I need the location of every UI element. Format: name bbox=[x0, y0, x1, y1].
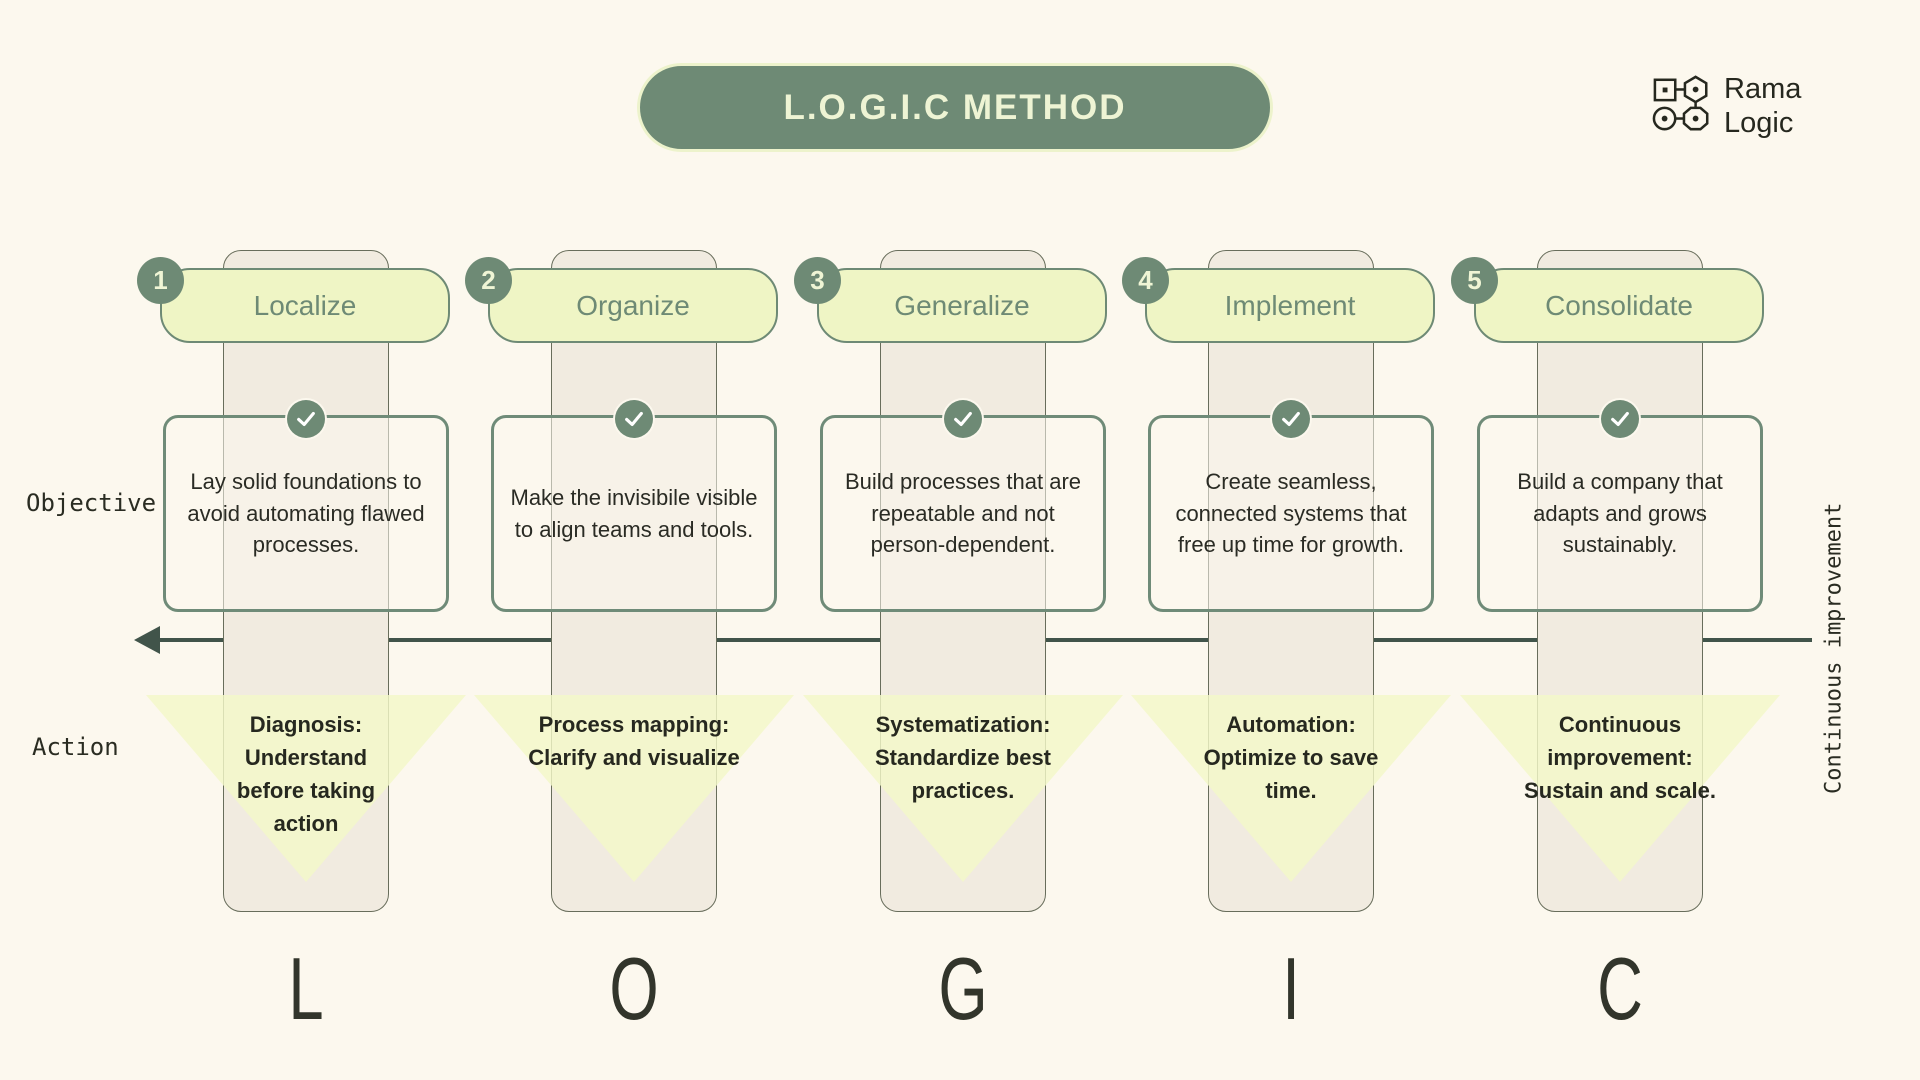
stage-pill-implement: Implement bbox=[1145, 268, 1435, 343]
column-letter: C bbox=[1597, 939, 1643, 1038]
action-triangle-icon bbox=[474, 695, 794, 882]
stage-name: Consolidate bbox=[1545, 289, 1693, 321]
column-localize: Localize 1 Lay solid foundations to avoi… bbox=[137, 250, 471, 1080]
brand-logo: Rama Logic bbox=[1652, 72, 1801, 140]
objective-text: Build a company that adapts and grows su… bbox=[1517, 468, 1723, 558]
objective-text: Lay solid foundations to avoid automatin… bbox=[187, 468, 425, 558]
column-letter: O bbox=[609, 939, 659, 1038]
column-implement: Implement 4 Create seamless, connected s… bbox=[1122, 250, 1456, 1080]
objective-text: Build processes that are repeatable and … bbox=[844, 468, 1082, 558]
check-icon bbox=[1601, 400, 1639, 438]
action-text: Automation: Optimize to save time. bbox=[1203, 712, 1379, 803]
stage-number-badge: 5 bbox=[1451, 257, 1498, 304]
action-triangle-icon bbox=[1131, 695, 1451, 882]
objective-card: Create seamless, connected systems that … bbox=[1148, 415, 1434, 612]
brand-name-line1: Rama bbox=[1724, 73, 1802, 105]
objective-card: Build processes that are repeatable and … bbox=[820, 415, 1106, 612]
check-icon bbox=[615, 400, 653, 438]
stage-number-badge: 2 bbox=[465, 257, 512, 304]
stage-number-badge: 4 bbox=[1122, 257, 1169, 304]
stage-pill-generalize: Generalize bbox=[817, 268, 1107, 343]
stage-number-badge: 1 bbox=[137, 257, 184, 304]
stage-pill-organize: Organize bbox=[488, 268, 778, 343]
action-text: Systematization: Standardize best practi… bbox=[874, 712, 1052, 803]
objective-text: Make the invisibile visible to align tea… bbox=[510, 484, 758, 542]
action-text: Process mapping: Clarify and visualize bbox=[528, 712, 740, 770]
objective-text: Create seamless, connected systems that … bbox=[1175, 468, 1407, 558]
stage-name: Organize bbox=[576, 289, 690, 321]
action-text: Continuous improvement: Sustain and scal… bbox=[1524, 712, 1716, 803]
brand-name: Rama Logic bbox=[1724, 72, 1801, 140]
stage-name: Generalize bbox=[894, 289, 1030, 321]
action-triangle-icon bbox=[1460, 695, 1780, 882]
improvement-arrow-head-icon bbox=[134, 626, 160, 654]
brand-name-line2: Logic bbox=[1724, 107, 1794, 139]
column-generalize: Generalize 3 Build processes that are re… bbox=[794, 250, 1128, 1080]
stage-name: Implement bbox=[1224, 289, 1356, 321]
action-triangle-icon bbox=[803, 695, 1123, 882]
row-label-action: Action bbox=[32, 733, 119, 761]
objective-card: Lay solid foundations to avoid automatin… bbox=[163, 415, 449, 612]
check-icon bbox=[287, 400, 325, 438]
column-consolidate: Consolidate 5 Build a company that adapt… bbox=[1451, 250, 1785, 1080]
page-title: L.O.G.I.C METHOD bbox=[783, 87, 1127, 127]
objective-card: Make the invisibile visible to align tea… bbox=[491, 415, 777, 612]
title-banner: L.O.G.I.C METHOD bbox=[637, 63, 1273, 152]
stage-pill-localize: Localize bbox=[160, 268, 450, 343]
column-letter: I bbox=[1282, 939, 1300, 1038]
column-letter: L bbox=[288, 939, 324, 1038]
action-triangle-icon bbox=[146, 695, 466, 882]
stage-name: Localize bbox=[253, 289, 357, 321]
stage-number-badge: 3 bbox=[794, 257, 841, 304]
action-text: Diagnosis: Understand before taking acti… bbox=[236, 712, 376, 836]
column-organize: Organize 2 Make the invisibile visible t… bbox=[465, 250, 799, 1080]
objective-card: Build a company that adapts and grows su… bbox=[1477, 415, 1763, 612]
column-letter: G bbox=[938, 939, 988, 1038]
stage-pill-consolidate: Consolidate bbox=[1474, 268, 1764, 343]
check-icon bbox=[944, 400, 982, 438]
rama-logic-logo-icon bbox=[1652, 73, 1714, 140]
check-icon bbox=[1272, 400, 1310, 438]
improvement-arrow-label: Continuous improvement bbox=[1821, 502, 1847, 794]
row-label-objective: Objective bbox=[26, 489, 157, 517]
